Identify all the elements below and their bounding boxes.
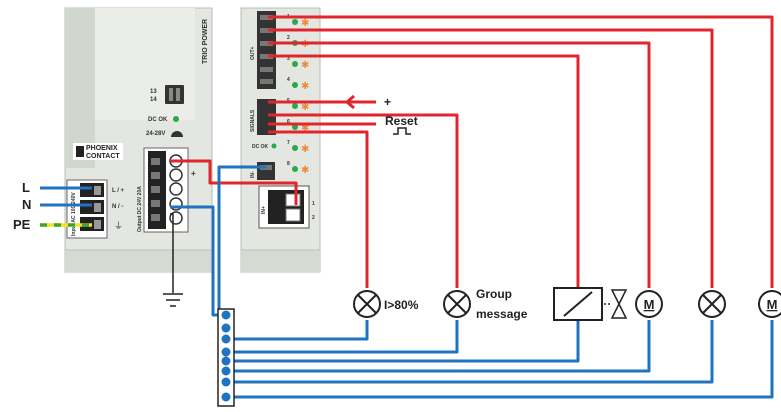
valve-icon <box>604 289 628 319</box>
channel-led-3 <box>292 61 298 67</box>
ground-icon <box>163 293 183 307</box>
wire-return-lamp3 <box>228 320 714 384</box>
out-terminal-block <box>257 11 276 89</box>
channel-terminal-icon: ✱ <box>301 123 309 134</box>
lamp-current <box>353 290 381 318</box>
relay-coil <box>553 287 603 321</box>
ch-number-3: 3 <box>287 56 290 62</box>
monitor-dc-ok-label: DC OK <box>252 144 269 150</box>
wires <box>40 15 774 399</box>
loads: M M <box>353 287 781 321</box>
ch-number-2: 2 <box>287 35 290 41</box>
channel-led-5 <box>292 103 298 109</box>
power-supply-side-panel <box>65 8 95 168</box>
motor-1-label: M <box>644 297 655 312</box>
reset-pulse-icon <box>393 127 411 135</box>
signals-label: SIGNALS <box>250 109 256 132</box>
in-minus-label: IN- <box>250 171 256 178</box>
channel-terminal-icon: ✱ <box>301 102 309 113</box>
wire-signal-current <box>268 130 369 288</box>
ch-number-6: 6 <box>287 119 290 125</box>
label-lamp1: I>80% <box>384 298 419 312</box>
output-label: Output DC 24V 20A <box>137 186 143 232</box>
label-reset: Reset <box>385 114 418 128</box>
wire-out3 <box>268 41 651 288</box>
wire-return-lamp2 <box>228 320 459 354</box>
phoenix-contact-logo <box>73 143 123 160</box>
ch-number-4: 4 <box>287 77 290 83</box>
channel-terminal-icon: ✱ <box>301 81 309 92</box>
lamp-group-message <box>443 290 471 318</box>
dc-ok-led <box>173 116 179 122</box>
signals-terminal-block <box>257 99 276 135</box>
label-l: L <box>22 180 30 195</box>
output-plus-label: + <box>191 169 196 178</box>
ch-number-8: 8 <box>287 161 290 167</box>
channel-terminal-icon: ✱ <box>301 18 309 29</box>
wire-signal-group <box>268 113 459 288</box>
bus-node <box>221 356 231 366</box>
voltage-adjust-label: 24-28V <box>146 131 165 137</box>
label-lamp2-line1: Group <box>476 287 512 301</box>
l-plus-label: L / + <box>112 188 125 194</box>
power-supply-foot <box>65 250 212 272</box>
wire-return-motor1 <box>228 320 651 373</box>
bus-node <box>221 310 231 320</box>
channel-led-8 <box>292 166 298 172</box>
logo-line2: CONTACT <box>86 153 120 160</box>
plus-arrow-icon <box>344 94 355 110</box>
dc-ok-label: DC OK <box>148 117 168 123</box>
motor-2-label: M <box>767 297 778 312</box>
in-plus-label: IN+ <box>261 206 267 214</box>
channel-led-4 <box>292 82 298 88</box>
monitor-module: OUT+ SIGNALS DC OK 1 2 3 4 5 6 7 8 ✱✱✱✱✱… <box>240 7 321 273</box>
logo-line1: PHOENIX <box>86 145 118 152</box>
channel-led-7 <box>292 145 298 151</box>
channel-led-1 <box>292 19 298 25</box>
in-terminal-number-2: 2 <box>312 215 315 221</box>
relay-label-13: 13 <box>150 89 157 95</box>
wire-ground <box>170 213 174 293</box>
wire-return-lamp1 <box>228 320 369 341</box>
wire-out4 <box>268 54 580 288</box>
channel-terminal-icon: ✱ <box>301 60 309 71</box>
lamp-3 <box>698 290 726 318</box>
in-terminal-number-1: 1 <box>312 201 315 207</box>
motor-1: M <box>635 290 663 318</box>
label-plus: + <box>384 95 391 109</box>
power-supply-module: TRIO POWER 13 14 DC OK 24-28V PHOENIX CO… <box>64 7 213 273</box>
pe-ground-symbol: ⏚ <box>114 221 123 231</box>
brand-text: TRIO POWER <box>202 19 209 64</box>
wire-return-motor2 <box>228 320 774 399</box>
bus-node <box>221 334 231 344</box>
bus-node <box>221 392 231 402</box>
bus-node <box>221 377 231 387</box>
motor-2: M <box>758 290 781 318</box>
channel-terminal-icon: ✱ <box>301 144 309 155</box>
label-pe: PE <box>13 217 31 232</box>
channel-terminal-icon: ✱ <box>301 165 309 176</box>
relay-contact-terminal <box>165 85 184 104</box>
wire-out1 <box>268 15 774 288</box>
input-label: Input AC 100-240V <box>71 192 77 236</box>
n-minus-label: N / - <box>112 204 123 210</box>
bus-nodes <box>221 310 231 402</box>
label-lamp2-line2: message <box>476 307 528 321</box>
bus-node <box>221 347 231 357</box>
monitor-dc-ok-led <box>271 143 277 149</box>
wire-out2 <box>268 28 714 288</box>
wire-psu-positive <box>170 159 298 205</box>
label-n: N <box>22 197 31 212</box>
bus-node <box>221 323 231 333</box>
ch-number-7: 7 <box>287 140 290 146</box>
bus-node <box>221 366 231 376</box>
out-label: OUT+ <box>250 46 256 60</box>
potentiometer-icon <box>171 131 183 137</box>
relay-label-14: 14 <box>150 97 157 103</box>
wire-return-relay <box>228 320 580 363</box>
in-minus-terminal <box>257 162 275 180</box>
